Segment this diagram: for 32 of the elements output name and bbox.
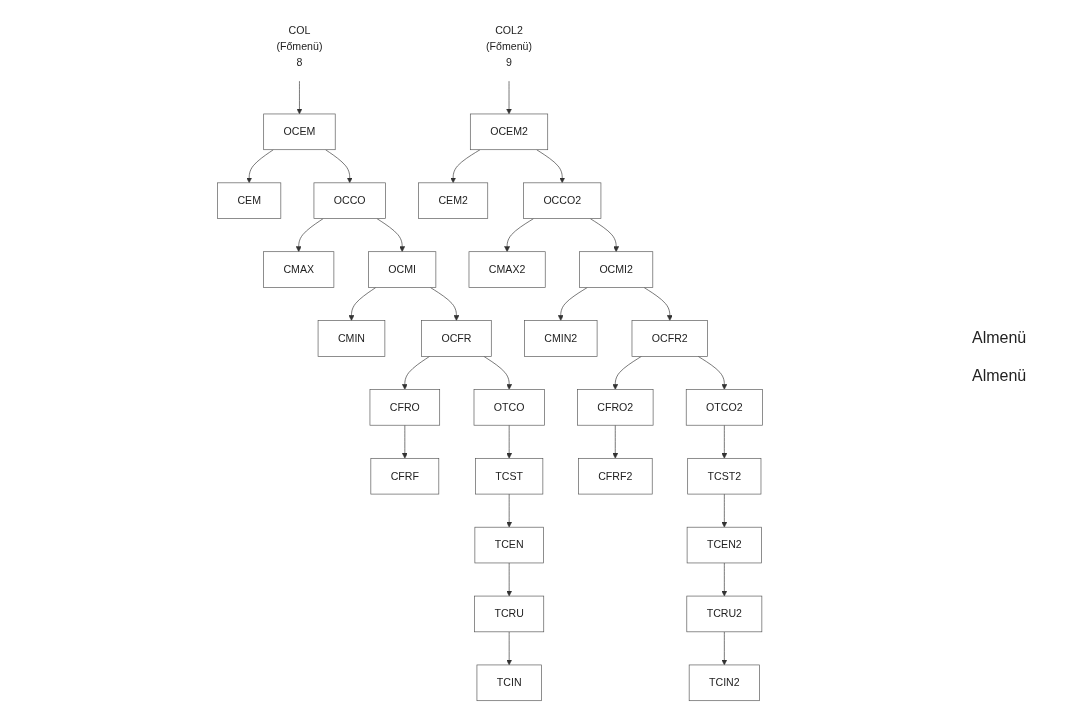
node-box: OCFR: [421, 320, 492, 357]
node-box: CFRF2: [578, 458, 653, 495]
node-text: COL (Főmenü) 8: [276, 25, 323, 69]
node-text: COL2 (Főmenü) 9: [486, 25, 532, 69]
node-box: TCIN: [476, 664, 542, 702]
node-box: CEM2: [418, 182, 489, 219]
node-box: TCRU2: [686, 595, 763, 633]
node-box: OCFR2: [631, 320, 708, 357]
node-box: TCEN: [474, 526, 544, 564]
node-box: CMIN: [317, 320, 386, 357]
node-box: CEM: [217, 182, 282, 219]
node-box: TCRU: [474, 595, 545, 633]
node-box: TCST: [475, 458, 544, 495]
node-box: CFRO2: [577, 389, 654, 426]
node-box: OTCO2: [685, 389, 763, 426]
submenu-label: Almenü: [972, 367, 1028, 385]
submenu-label: Almenü: [972, 329, 1028, 347]
node-box: TCIN2: [688, 664, 760, 702]
node-box: TCEN2: [686, 526, 762, 564]
node-box: TCST2: [687, 458, 762, 495]
node-box: OCMI2: [579, 251, 654, 288]
node-box: OCCO: [313, 182, 386, 219]
node-box: CMAX: [263, 251, 335, 288]
node-box: OCCO2: [523, 182, 602, 219]
node-box: OCEM: [263, 113, 336, 151]
node-box: OTCO: [473, 389, 545, 426]
node-box: CMIN2: [524, 320, 598, 357]
node-box: OCEM2: [470, 113, 549, 151]
node-box: CMAX2: [468, 251, 546, 288]
node-box: OCMI: [368, 251, 437, 288]
node-box: CFRO: [369, 389, 441, 426]
node-box: CFRF: [370, 458, 440, 495]
